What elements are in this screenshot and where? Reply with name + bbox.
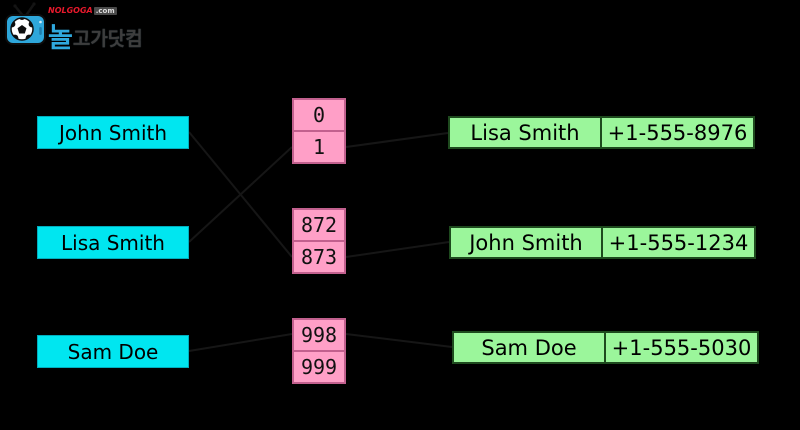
entry-row-lisa-smith: Lisa Smith +1-555-8976 — [448, 116, 755, 149]
entry-row-sam-doe: Sam Doe +1-555-5030 — [452, 331, 759, 364]
key-box-john-smith: John Smith — [37, 116, 189, 149]
logo-korean-name: 놀고가닷컴 — [48, 16, 143, 55]
bucket-cell-1: 1 — [294, 130, 344, 162]
key-label: Sam Doe — [67, 339, 159, 364]
bucket-cell-872: 872 — [300, 213, 338, 237]
logo-korean-first-char: 놀 — [48, 23, 73, 54]
key-label: Lisa Smith — [61, 230, 165, 255]
key-box-sam-doe: Sam Doe — [37, 335, 189, 368]
connector-873-to-john-entry — [345, 241, 450, 258]
bucket-cell-873: 873 — [294, 240, 344, 272]
logo-text: NOLGOGA.com 놀고가닷컴 — [48, 6, 143, 55]
site-logo: NOLGOGA.com 놀고가닷컴 — [4, 2, 143, 54]
connector-sam-to-998 — [188, 333, 293, 352]
entry-phone-cell: +1-555-1234 — [601, 228, 754, 257]
connector-lisa-to-1 — [188, 146, 293, 243]
bucket-cell-999: 999 — [294, 350, 344, 382]
connector-998-to-sam-entry — [345, 333, 453, 348]
entry-phone-cell: +1-555-8976 — [600, 118, 753, 147]
entry-phone-cell: +1-555-5030 — [604, 333, 757, 362]
bucket-cell-998: 998 — [300, 323, 338, 347]
bucket-group-0-1: 0 1 — [292, 98, 346, 164]
connector-1-to-lisa-entry — [345, 132, 449, 148]
bucket-group-872-873: 872 873 — [292, 208, 346, 274]
entry-name-cell: Sam Doe — [481, 335, 577, 360]
entry-row-john-smith: John Smith +1-555-1234 — [449, 226, 756, 259]
entry-name-cell: John Smith — [469, 230, 583, 255]
entry-name-cell: Lisa Smith — [470, 120, 580, 145]
key-box-lisa-smith: Lisa Smith — [37, 226, 189, 259]
logo-korean-rest: 고가닷컴 — [72, 28, 143, 50]
logo-red-badge: .com — [93, 7, 117, 15]
tv-soccer-ball-icon — [5, 2, 46, 45]
logo-red-line: NOLGOGA.com — [48, 6, 143, 16]
bucket-cell-0: 0 — [312, 103, 326, 127]
logo-red-text: NOLGOGA — [48, 6, 93, 15]
key-label: John Smith — [58, 120, 168, 145]
bucket-group-998-999: 998 999 — [292, 318, 346, 384]
